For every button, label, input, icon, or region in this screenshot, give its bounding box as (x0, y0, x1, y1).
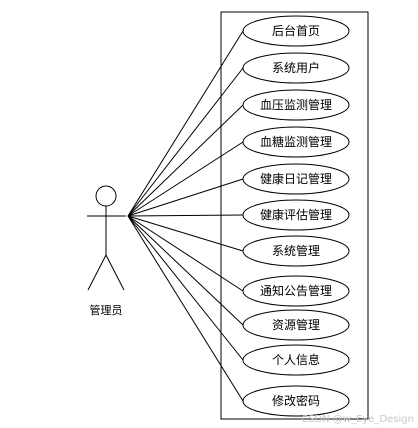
use-case-uc-resource: 资源管理 (242, 309, 350, 341)
association-line-uc-diary (127, 178, 244, 217)
use-case-ellipse (242, 126, 350, 158)
use-case-ellipse (242, 52, 350, 84)
use-case-label: 修改密码 (272, 393, 320, 408)
use-case-ellipse (242, 199, 350, 231)
use-case-uc-sys-user: 系统用户 (242, 52, 350, 84)
use-case-ellipse (242, 275, 350, 307)
use-case-label: 系统管理 (272, 243, 320, 258)
association-line-uc-password (127, 215, 244, 402)
use-case-label: 血糖监测管理 (260, 134, 332, 149)
use-case-uc-home: 后台首页 (242, 15, 350, 47)
actor-right-leg (105, 254, 125, 291)
use-case-ellipse (242, 344, 350, 376)
use-case-label: 通知公告管理 (260, 283, 332, 298)
association-line-uc-sys-user (127, 67, 244, 217)
association-line-uc-home (127, 30, 244, 217)
use-case-uc-profile: 个人信息 (242, 344, 350, 376)
association-line-uc-assess (127, 214, 244, 217)
use-case-label: 资源管理 (272, 317, 320, 332)
use-case-label: 后台首页 (272, 23, 320, 38)
association-line-uc-profile (127, 215, 244, 361)
use-case-uc-assess: 健康评估管理 (242, 199, 350, 231)
association-lines (127, 30, 244, 402)
use-case-uc-bp: 血压监测管理 (242, 89, 350, 121)
association-line-uc-resource (127, 215, 244, 326)
association-line-uc-notice (127, 215, 244, 292)
use-case-label: 血压监测管理 (260, 97, 332, 112)
use-case-ellipse (242, 163, 350, 195)
use-case-uc-password: 修改密码 (242, 385, 350, 417)
use-case-ellipse (242, 89, 350, 121)
association-line-uc-sys-mgmt (127, 215, 244, 252)
association-line-uc-bp (127, 104, 244, 217)
use-case-uc-notice: 通知公告管理 (242, 275, 350, 307)
use-case-label: 个人信息 (272, 352, 320, 367)
association-line-uc-bg (127, 141, 244, 217)
use-case-label: 系统用户 (272, 60, 320, 75)
actor-label: 管理员 (90, 303, 123, 317)
use-case-uc-bg: 血糖监测管理 (242, 126, 350, 158)
use-case-label: 健康评估管理 (260, 207, 332, 222)
use-case-group: 后台首页系统用户血压监测管理血糖监测管理健康日记管理健康评估管理系统管理通知公告… (242, 15, 350, 417)
use-case-uc-diary: 健康日记管理 (242, 163, 350, 195)
use-case-ellipse (242, 309, 350, 341)
use-case-ellipse (242, 235, 350, 267)
use-case-ellipse (242, 15, 350, 47)
use-case-ellipse (242, 385, 350, 417)
actor-left-leg (87, 254, 107, 291)
watermark: CSDN @w_Eye_Design (301, 414, 414, 425)
actor-figure (87, 185, 126, 291)
actor-head (95, 185, 117, 207)
use-case-uc-sys-mgmt: 系统管理 (242, 235, 350, 267)
use-case-label: 健康日记管理 (260, 171, 332, 186)
